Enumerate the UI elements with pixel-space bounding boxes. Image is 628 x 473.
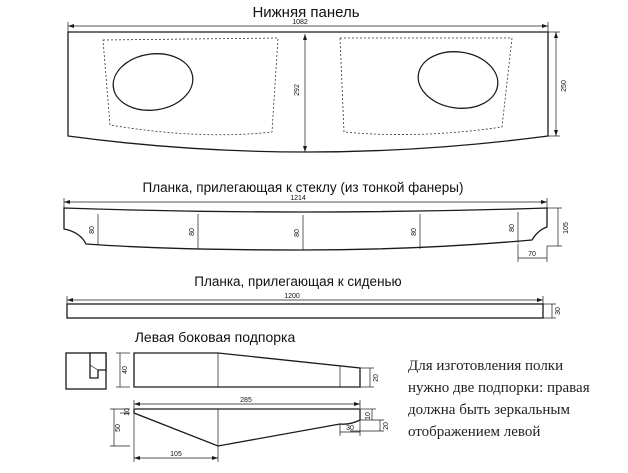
bottom-panel-center-height-label: 292 [294,84,301,96]
note-line-1: Для изготовления полки [408,358,564,374]
left-cutout-zone [102,37,279,136]
support-dim-40: 40 [122,366,129,374]
right-oval-hole [417,51,499,109]
glass-strip-dim-80-4: 80 [411,228,418,236]
glass-strip-dim-70: 70 [528,251,536,258]
glass-strip-dim-80-1: 80 [89,226,96,234]
support-dim-50: 50 [115,424,122,432]
bottom-panel-width-label: 1082 [292,19,308,26]
right-cutout-zone [339,37,513,135]
support-dim-30: 30 [346,425,354,432]
glass-strip-dim-80-2: 80 [189,228,196,236]
support-dim-285: 285 [240,397,252,404]
support-detail-thumbnail [65,352,107,390]
support-top-view: 40 20 [116,352,380,388]
note-line-3: должна быть зеркальным [408,402,570,418]
assembly-note: Для изготовления полки нужно две подпорк… [408,355,623,443]
seat-strip-outline [66,303,544,319]
seat-strip-length-dimension: 1200 [66,293,544,304]
glass-strip-outline [63,207,548,251]
seat-strip-dim-30: 30 [555,307,562,315]
note-line-2: нужно две подпорки: правая [408,380,590,396]
glass-strip-notch-dimension: 70 [517,244,548,262]
glass-strip-length-dimension: 1214 [63,195,548,210]
seat-strip-length-label: 1200 [284,293,300,300]
bottom-panel-title: Нижняя панель [252,4,359,21]
note-line-4: отображением левой [408,424,541,440]
left-support-title: Левая боковая подпорка [135,329,296,345]
support-dim-10-left: 10 [124,408,131,416]
glass-strip-height-dimensions: 80 80 80 80 80 [89,212,519,250]
seat-strip-title: Планка, прилегающая к сиденью [194,274,401,289]
seat-strip-height-dimension: 30 [543,303,562,319]
bottom-panel-center-dimension: 292 [294,34,307,152]
bottom-panel-side-height-label: 250 [561,80,568,92]
glass-strip-end-dimension: 105 [547,207,570,247]
support-dim-105: 105 [170,451,182,458]
support-side-view: 285 50 10 10 20 30 105 [110,397,390,462]
glass-strip-title: Планка, прилегающая к стеклу (из тонкой … [143,180,464,195]
glass-strip-dim-80-3: 80 [294,229,301,237]
bottom-panel-side-dimension: 250 [548,31,568,137]
glass-strip-dim-80-5: 80 [509,224,516,232]
support-dim-20-bottom: 20 [383,422,390,430]
support-dim-20-top: 20 [373,374,380,382]
left-oval-hole [112,53,194,111]
glass-strip-length-label: 1214 [290,195,306,202]
glass-strip-dim-105: 105 [563,222,570,234]
support-dim-10-right: 10 [365,412,372,420]
